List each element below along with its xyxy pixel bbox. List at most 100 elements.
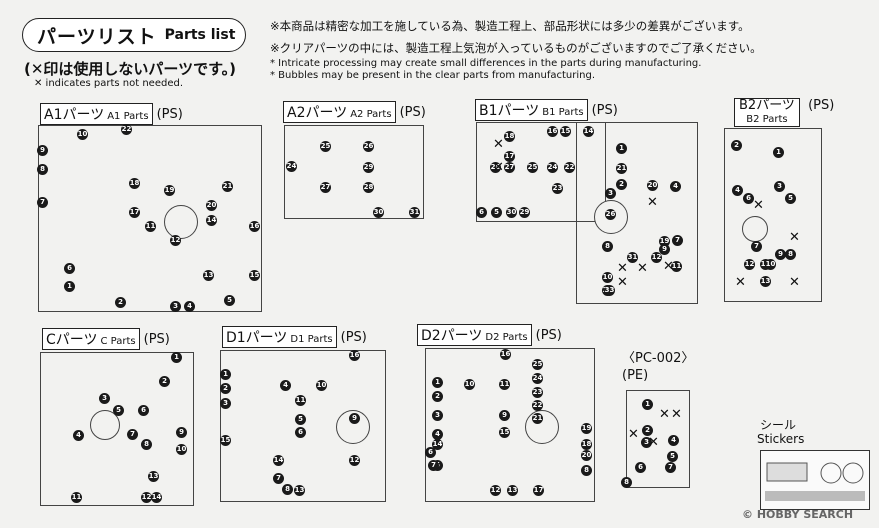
part-number-a2-30: 30 <box>373 207 384 218</box>
runner-a1 <box>38 125 262 312</box>
parts-list-title: パーツリスト Parts list <box>22 18 246 52</box>
part-number-c-12: 12 <box>141 492 152 503</box>
part-number-a1-21: 21 <box>222 181 233 192</box>
part-number-d2-23: 23 <box>532 387 543 398</box>
part-number-b1-9: 9 <box>659 244 670 255</box>
part-number-a2-25: 25 <box>320 141 331 152</box>
part-number-d1-16: 16 <box>349 350 360 361</box>
part-number-d1-15: 15 <box>220 435 231 446</box>
part-number-a2-27: 27 <box>320 182 331 193</box>
part-number-a1-10: 10 <box>77 129 88 140</box>
runner-gate-b1 <box>594 200 628 234</box>
not-needed-x-icon: ✕ <box>671 407 682 422</box>
part-number-b1-3: 3 <box>605 188 616 199</box>
part-number-d2-13: 13 <box>507 485 518 496</box>
part-number-pc002-4: 4 <box>668 435 679 446</box>
part-number-d2-25: 25 <box>532 359 543 370</box>
part-number-c-5: 5 <box>113 405 124 416</box>
not-needed-x-icon: ✕ <box>493 160 504 175</box>
part-number-d2-19: 19 <box>581 423 592 434</box>
runner-b1-lower <box>576 122 698 304</box>
part-number-b1-18: 18 <box>504 131 515 142</box>
part-number-c-11: 11 <box>71 492 82 503</box>
part-number-d1-7: 7 <box>273 473 284 484</box>
part-number-c-2: 2 <box>159 376 170 387</box>
part-number-b1-17: 17 <box>504 151 515 162</box>
part-number-b2-3: 3 <box>774 181 785 192</box>
part-number-a1-8: 8 <box>37 164 48 175</box>
part-number-b2-9: 9 <box>775 249 786 260</box>
sticker-sheet-graphic <box>765 462 865 501</box>
runner-d2 <box>425 348 595 502</box>
not-needed-x-icon: ✕ <box>628 427 639 442</box>
part-number-c-9: 9 <box>176 427 187 438</box>
part-number-a1-16: 16 <box>249 221 260 232</box>
not-needed-x-icon: ✕ <box>789 275 800 290</box>
part-number-a1-17: 17 <box>129 207 140 218</box>
part-number-b1-26: 26 <box>605 209 616 220</box>
runner-c <box>40 352 194 506</box>
part-number-d2-14: 14 <box>432 439 443 450</box>
part-number-a1-19: 19 <box>164 185 175 196</box>
part-number-d2-21: 21 <box>532 413 543 424</box>
part-number-c-13: 13 <box>148 471 159 482</box>
part-number-a1-3: 3 <box>170 301 181 312</box>
title-en: Parts list <box>164 27 236 43</box>
part-number-d2-4: 4 <box>432 429 443 440</box>
part-number-b1-7: 7 <box>672 235 683 246</box>
not-needed-x-icon: ✕ <box>493 137 504 152</box>
part-number-b1-23: 23 <box>552 183 563 194</box>
part-number-a1-2: 2 <box>115 297 126 308</box>
part-number-d2-9: 9 <box>499 410 510 421</box>
not-needed-x-icon: ✕ <box>637 261 648 276</box>
part-number-d1-2: 2 <box>220 383 231 394</box>
part-number-b2-6: 6 <box>743 193 754 204</box>
part-number-a1-1: 1 <box>64 281 75 292</box>
part-number-b1-25: 25 <box>527 162 538 173</box>
runner-pc002 <box>626 390 690 488</box>
runner-gate-d1 <box>336 410 370 444</box>
part-number-pc002-3: 3 <box>641 437 652 448</box>
not-needed-x-icon: ✕ <box>663 259 674 274</box>
part-number-a1-20: 20 <box>206 200 217 211</box>
part-number-a1-9: 9 <box>37 145 48 156</box>
part-number-c-8: 8 <box>141 439 152 450</box>
part-number-b1-12: 12 <box>651 252 662 263</box>
part-number-b2-1: 1 <box>773 147 784 158</box>
not-needed-x-icon: ✕ <box>617 275 628 290</box>
notice-2: ※クリアパーツの中には、製造工程上気泡が入っているものがございますのでご了承くだ… <box>270 41 762 55</box>
runner-b2 <box>724 128 822 302</box>
part-number-d2-12: 12 <box>490 485 501 496</box>
part-number-c-6: 6 <box>138 405 149 416</box>
notice-1: ※本商品は精密な加工を施している為、製造工程上、部品形状には多少の差異がございま… <box>270 19 750 33</box>
part-number-d2-10: 10 <box>464 379 475 390</box>
runner-gate-b2 <box>742 216 768 242</box>
part-number-a2-26: 26 <box>363 141 374 152</box>
part-number-b1-11: 11 <box>671 261 682 272</box>
part-number-d1-9: 9 <box>349 413 360 424</box>
part-number-b1-10: 10 <box>602 272 613 283</box>
part-number-d2-8: 8 <box>581 465 592 476</box>
part-number-d1-8: 8 <box>282 484 293 495</box>
part-number-d2-1: 1 <box>432 377 443 388</box>
runner-gate-a1 <box>164 205 198 239</box>
part-number-b2-2: 2 <box>731 140 742 151</box>
part-number-d1-5: 5 <box>295 414 306 425</box>
part-number-d2-11: 11 <box>499 379 510 390</box>
part-number-b1-1: 1 <box>616 143 627 154</box>
not-needed-x-icon: ✕ <box>659 407 670 422</box>
part-number-b1-21: 21 <box>616 163 627 174</box>
part-number-a1-7: 7 <box>37 197 48 208</box>
part-number-a2-29: 29 <box>363 162 374 173</box>
part-number-b1-30: 30 <box>506 207 517 218</box>
part-number-a1-13: 13 <box>203 270 214 281</box>
part-number-b1-31: 31 <box>627 252 638 263</box>
part-number-c-14: 14 <box>151 492 162 503</box>
part-number-d1-14: 14 <box>273 455 284 466</box>
notice-3: * Intricate processing may create small … <box>270 58 702 69</box>
